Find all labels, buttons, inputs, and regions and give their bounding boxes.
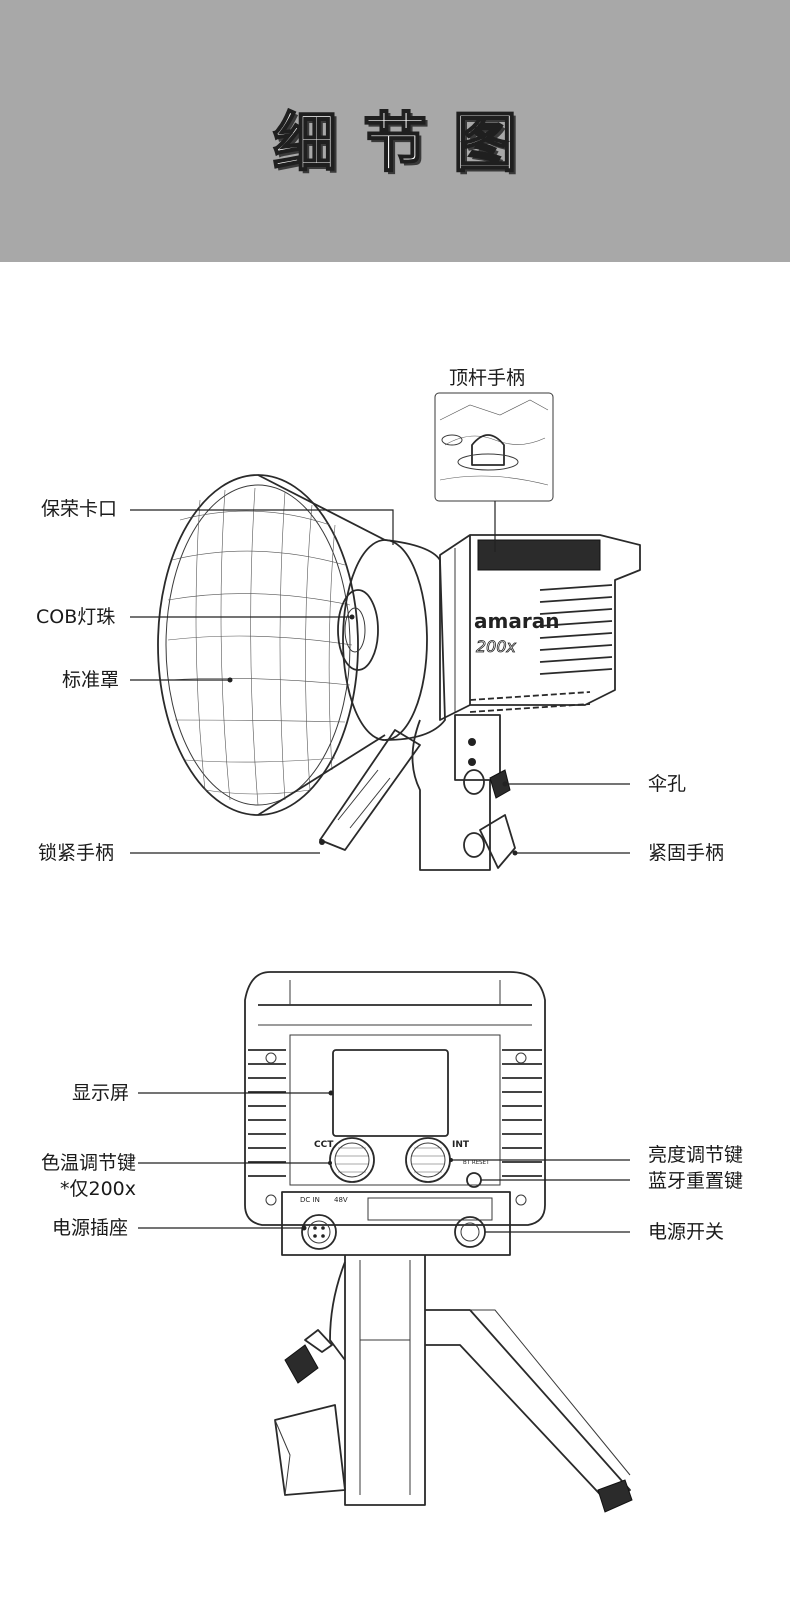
label-cct-knob: 色温调节键 [40,1152,136,1174]
label-cob-led: COB灯珠 [36,606,116,628]
light-perspective-drawing: amaran 200x [130,392,641,871]
power-switch [454,1216,486,1248]
label-power-socket: 电源插座 [52,1217,129,1239]
brand-logo: amaran [474,609,559,633]
display-screen [332,1049,449,1137]
cct-knob [329,1137,375,1183]
label-umbrella-hole: 伞孔 [648,773,687,795]
label-lock-handle: 锁紧手柄 [38,842,115,864]
label-tighten-handle: 紧固手柄 [648,842,725,864]
label-display: 显示屏 [72,1082,130,1104]
label-power-switch: 电源开关 [648,1221,725,1243]
rear-body: CCT INT BT RESET DC IN 48V [244,971,546,1256]
int-panel-label: INT [452,1140,470,1150]
label-brightness-knob: 亮度调节键 [648,1144,744,1166]
dc-socket [301,1214,337,1250]
right-vents [502,1049,542,1177]
header-banner: 细节图 [0,0,790,262]
label-bayonet: 保荣卡口 [41,498,118,520]
reflector-grid [167,487,353,806]
bt-reset-panel-label: BT RESET [463,1160,490,1166]
top-handle-inset [434,392,554,502]
cooling-fins [539,584,613,675]
cct-panel-label: CCT [314,1140,334,1150]
int-knob [405,1137,451,1183]
label-cct-knob-note: *仅200x [59,1178,136,1200]
page-title: 细节图 [272,106,543,182]
top-leaders [130,501,630,856]
label-reflector: 标准罩 [62,669,120,691]
label-bt-reset-key: 蓝牙重置键 [648,1170,744,1192]
left-vents [248,1049,286,1177]
voltage-panel-label: 48V [334,1196,348,1204]
label-top-handle: 顶杆手柄 [449,367,526,389]
bottom-leaders [138,1090,630,1233]
model-logo: 200x [476,637,517,656]
light-body: amaran 200x [439,534,641,721]
reflector [157,474,446,816]
dc-in-panel-label: DC IN [300,1196,320,1204]
rear-stand [274,1255,633,1513]
yoke-mount [319,714,516,871]
